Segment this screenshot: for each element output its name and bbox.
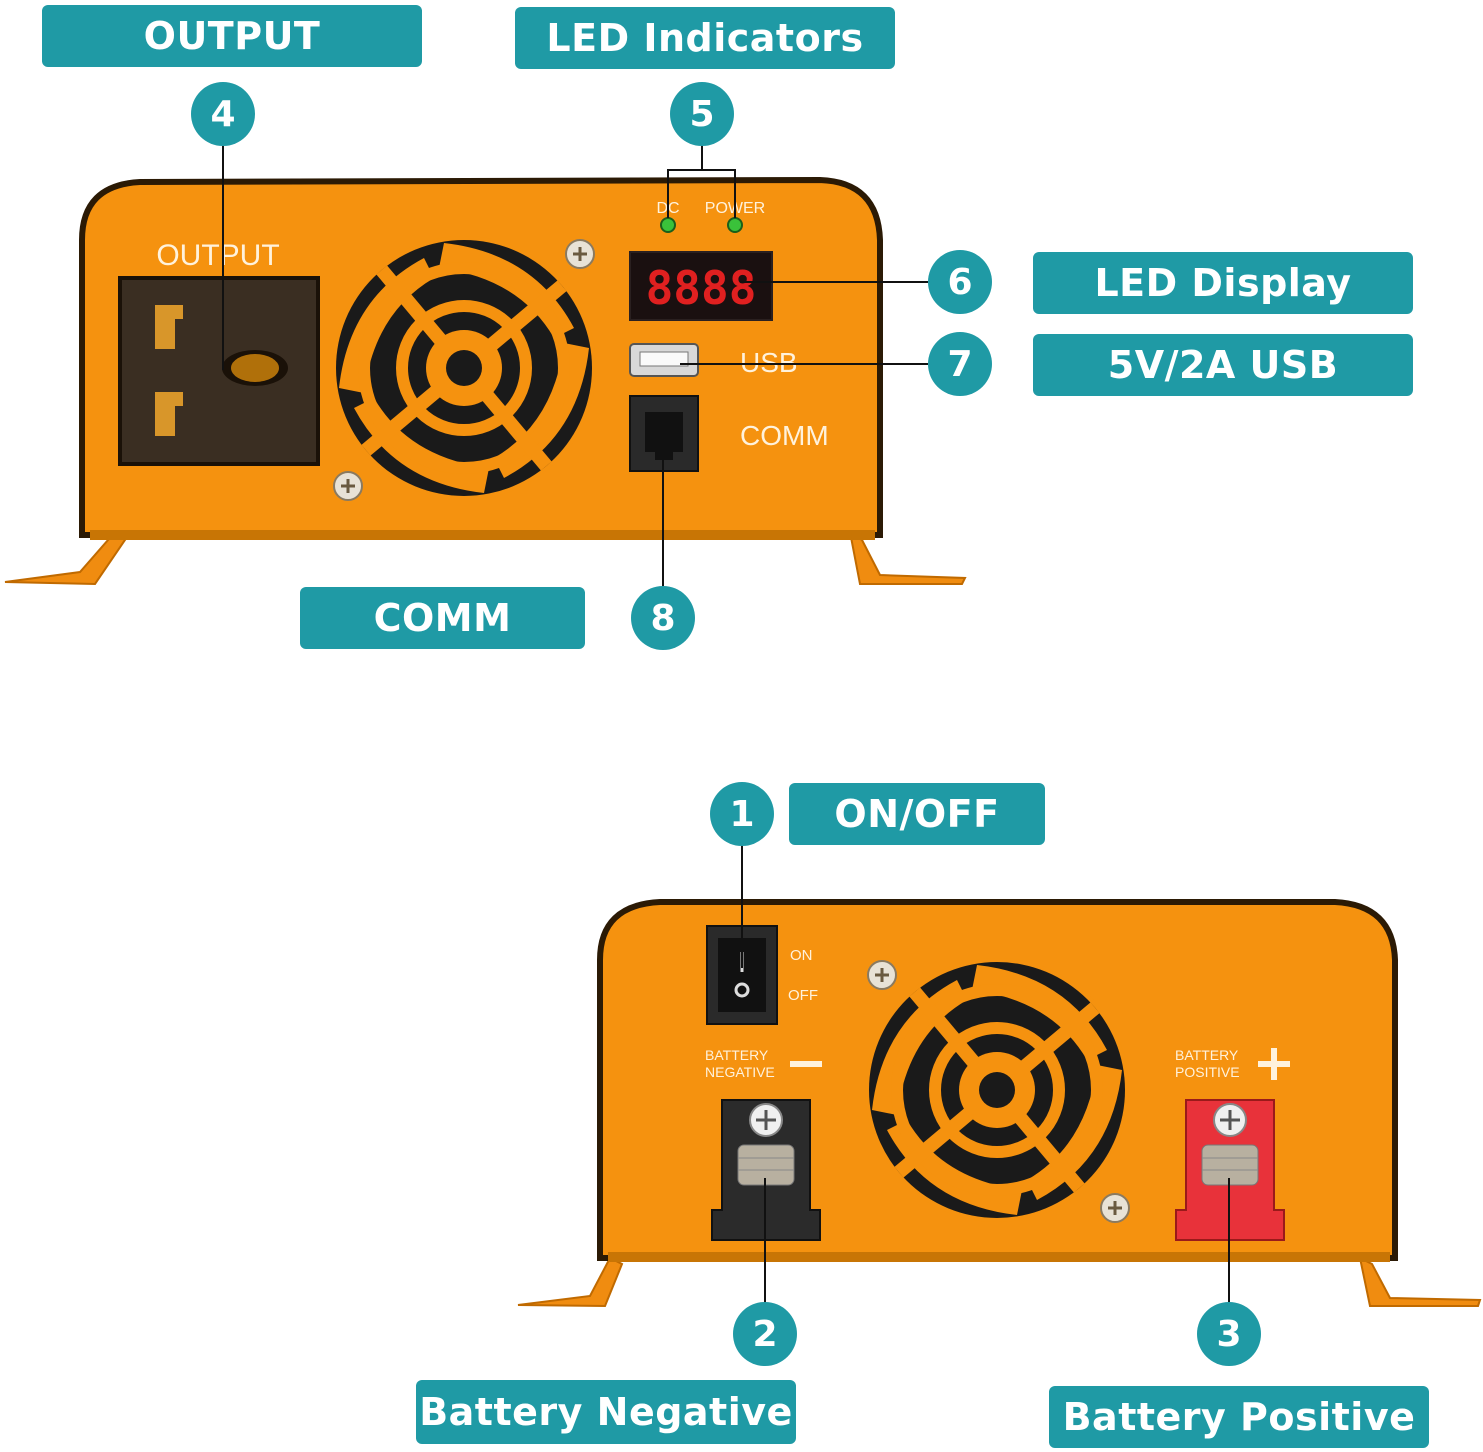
switch-off-print: OFF [788, 987, 818, 1004]
output-label: OUTPUT [42, 5, 422, 67]
led-display-label: LED Display [1033, 252, 1413, 314]
fan-icon [332, 236, 596, 500]
comm-print: COMM [740, 420, 829, 451]
screw-icon [332, 470, 364, 502]
callout-8: 8 [631, 586, 695, 650]
led-indicators-label: LED Indicators [515, 7, 895, 69]
screw-icon [1099, 1192, 1131, 1224]
pos-print-2: POSITIVE [1175, 1064, 1240, 1080]
terminal-icon [711, 1099, 821, 1241]
neg-print-1: BATTERY [705, 1047, 769, 1063]
callout-4: 4 [191, 82, 255, 146]
usb-port-icon [629, 343, 699, 377]
right-foot [1358, 1256, 1482, 1307]
battery-positive-label: Battery Positive [1049, 1386, 1429, 1448]
terminal-icon [1175, 1099, 1285, 1241]
callout-6: 6 [928, 250, 992, 314]
output-print: OUTPUT [156, 239, 279, 272]
usb-label: 5V/2A USB [1033, 334, 1413, 396]
callout-1: 1 [710, 782, 774, 846]
left-foot [517, 1256, 624, 1308]
callout-2: 2 [733, 1302, 797, 1366]
comm-label: COMM [300, 587, 585, 649]
usb-print: USB [740, 347, 798, 378]
leader-lines [222, 146, 1230, 1302]
neg-print-2: NEGATIVE [705, 1064, 775, 1080]
screw-icon [866, 959, 898, 991]
screw-icon [564, 238, 596, 270]
front-panel: OUTPUT DC POWER 8888 USB [4, 176, 967, 586]
callout-3: 3 [1197, 1302, 1261, 1366]
ac-socket-icon [118, 276, 320, 466]
rear-panel: ON OFF BATTERY NEGATIVE BATTERY POSITIVE [517, 899, 1482, 1308]
power-led [727, 217, 743, 233]
callout-7: 7 [928, 332, 992, 396]
battery-negative-label: Battery Negative [416, 1380, 796, 1444]
dc-led [660, 217, 676, 233]
callout-5: 5 [670, 82, 734, 146]
led-display-digits: 8888 [646, 261, 757, 315]
switch-on-print: ON [790, 947, 813, 964]
plus-icon [1258, 1048, 1290, 1080]
fan-icon [865, 958, 1129, 1222]
on-off-label: ON/OFF [789, 783, 1045, 845]
led-display [629, 251, 773, 321]
minus-icon [790, 1061, 822, 1067]
pos-print-1: BATTERY [1175, 1047, 1239, 1063]
